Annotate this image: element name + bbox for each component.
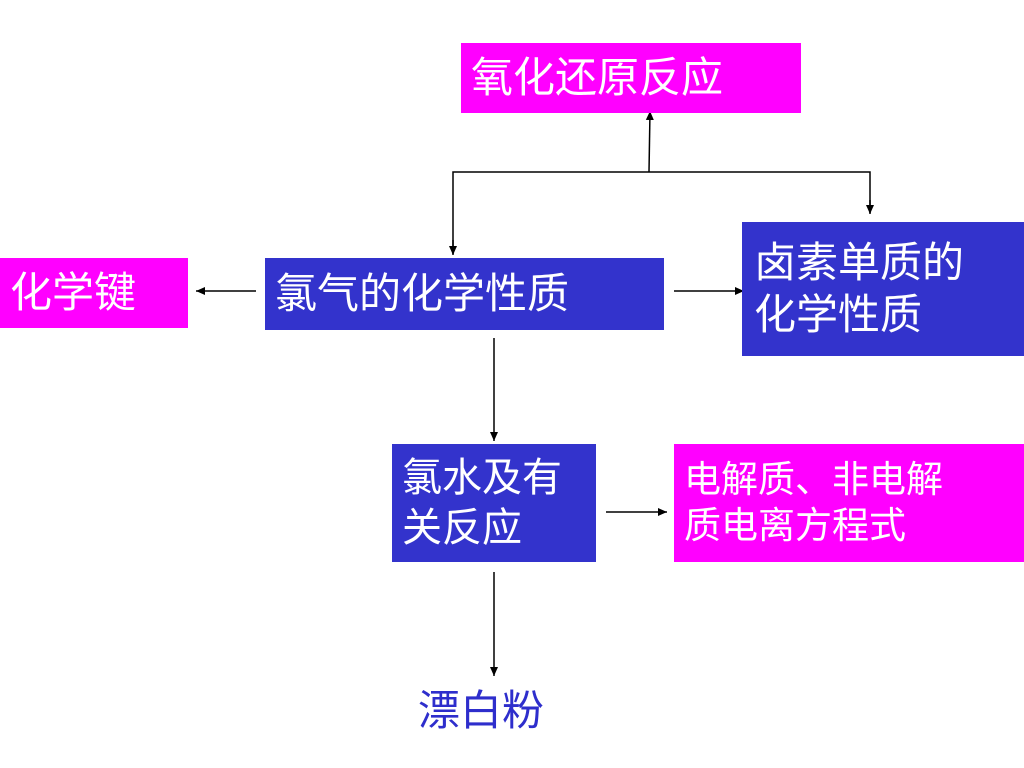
node-electrolyte-label: 电解质、非电解 质电离方程式 (684, 457, 943, 547)
node-chemical-bond-label: 化学键 (10, 267, 137, 317)
node-chlorine-properties-label: 氯气的化学性质 (275, 268, 570, 318)
node-redox: 氧化还原反应 (461, 43, 801, 113)
node-chlorine-properties: 氯气的化学性质 (265, 258, 664, 330)
node-bleaching-powder-label: 漂白粉 (418, 685, 545, 735)
node-halogen-properties: 卤素单质的 化学性质 (742, 222, 1024, 356)
node-redox-label: 氧化还原反应 (471, 52, 724, 102)
node-chemical-bond: 化学键 (0, 258, 188, 328)
node-bleaching-powder: 漂白粉 (410, 676, 610, 746)
arrow-to-redox (645, 110, 654, 173)
node-halogen-properties-label: 卤素单质的 化学性质 (754, 237, 965, 340)
node-electrolyte: 电解质、非电解 质电离方程式 (674, 444, 1024, 562)
node-chlorine-water: 氯水及有 关反应 (392, 444, 596, 562)
node-chlorine-water-label: 氯水及有 关反应 (402, 455, 562, 551)
bracket-connector (452, 171, 871, 254)
